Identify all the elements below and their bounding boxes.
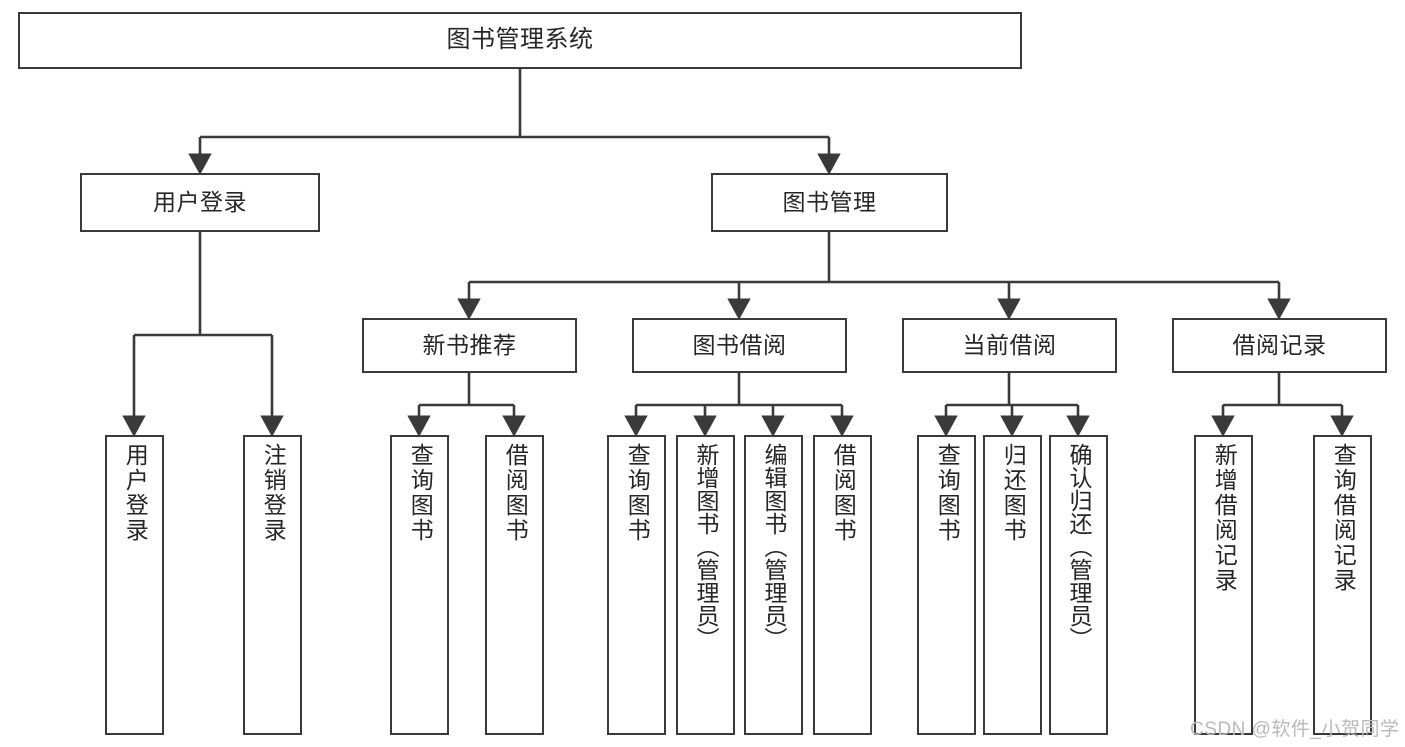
node-leaf-确认归还（管理员）[interactable]: 确认归还（管理员） xyxy=(1049,435,1108,735)
node-label: 新增借阅记录 xyxy=(1211,443,1238,593)
node-submodule-新书推荐[interactable]: 新书推荐 xyxy=(362,318,577,373)
node-leaf-借阅图书[interactable]: 借阅图书 xyxy=(813,435,872,735)
node-module-用户登录[interactable]: 用户登录 xyxy=(80,173,320,232)
node-submodule-图书借阅[interactable]: 图书借阅 xyxy=(632,318,847,373)
node-label: 借阅记录 xyxy=(1232,331,1327,358)
csdn-watermark: CSDN @软件_小贺同学 xyxy=(1190,719,1400,740)
node-label: 注销登录 xyxy=(260,443,287,543)
node-leaf-借阅图书[interactable]: 借阅图书 xyxy=(485,435,544,735)
node-submodule-借阅记录[interactable]: 借阅记录 xyxy=(1172,318,1387,373)
node-leaf-新增借阅记录[interactable]: 新增借阅记录 xyxy=(1194,435,1253,735)
node-leaf-注销登录[interactable]: 注销登录 xyxy=(243,435,302,735)
node-label: 新书推荐 xyxy=(422,331,517,358)
node-leaf-查询图书[interactable]: 查询图书 xyxy=(390,435,449,735)
node-module-图书管理[interactable]: 图书管理 xyxy=(711,173,948,232)
node-label: 借阅图书 xyxy=(830,443,857,543)
node-label: 借阅图书 xyxy=(502,443,529,543)
node-label: 图书管理 xyxy=(782,188,877,215)
node-leaf-查询借阅记录[interactable]: 查询借阅记录 xyxy=(1313,435,1372,735)
node-label: 查询图书 xyxy=(407,443,434,543)
node-leaf-用户登录[interactable]: 用户登录 xyxy=(105,435,164,735)
node-root-图书管理系统[interactable]: 图书管理系统 xyxy=(18,12,1022,69)
node-label: 新增图书（管理员） xyxy=(693,443,719,650)
node-label: 查询图书 xyxy=(624,443,651,543)
node-leaf-查询图书[interactable]: 查询图书 xyxy=(607,435,666,735)
node-label: 用户登录 xyxy=(122,443,149,543)
node-label: 归还图书 xyxy=(1000,443,1027,543)
node-label: 查询借阅记录 xyxy=(1330,443,1357,593)
node-leaf-新增图书（管理员）[interactable]: 新增图书（管理员） xyxy=(676,435,735,735)
node-label: 编辑图书（管理员） xyxy=(761,443,787,650)
node-label: 查询图书 xyxy=(934,443,961,543)
node-leaf-查询图书[interactable]: 查询图书 xyxy=(917,435,976,735)
node-leaf-编辑图书（管理员）[interactable]: 编辑图书（管理员） xyxy=(744,435,803,735)
node-label: 图书借阅 xyxy=(692,331,787,358)
node-leaf-归还图书[interactable]: 归还图书 xyxy=(983,435,1042,735)
node-label: 用户登录 xyxy=(153,188,247,215)
node-label: 当前借阅 xyxy=(962,331,1057,358)
node-label: 图书管理系统 xyxy=(446,26,594,54)
node-submodule-当前借阅[interactable]: 当前借阅 xyxy=(902,318,1117,373)
node-label: 确认归还（管理员） xyxy=(1066,443,1092,650)
